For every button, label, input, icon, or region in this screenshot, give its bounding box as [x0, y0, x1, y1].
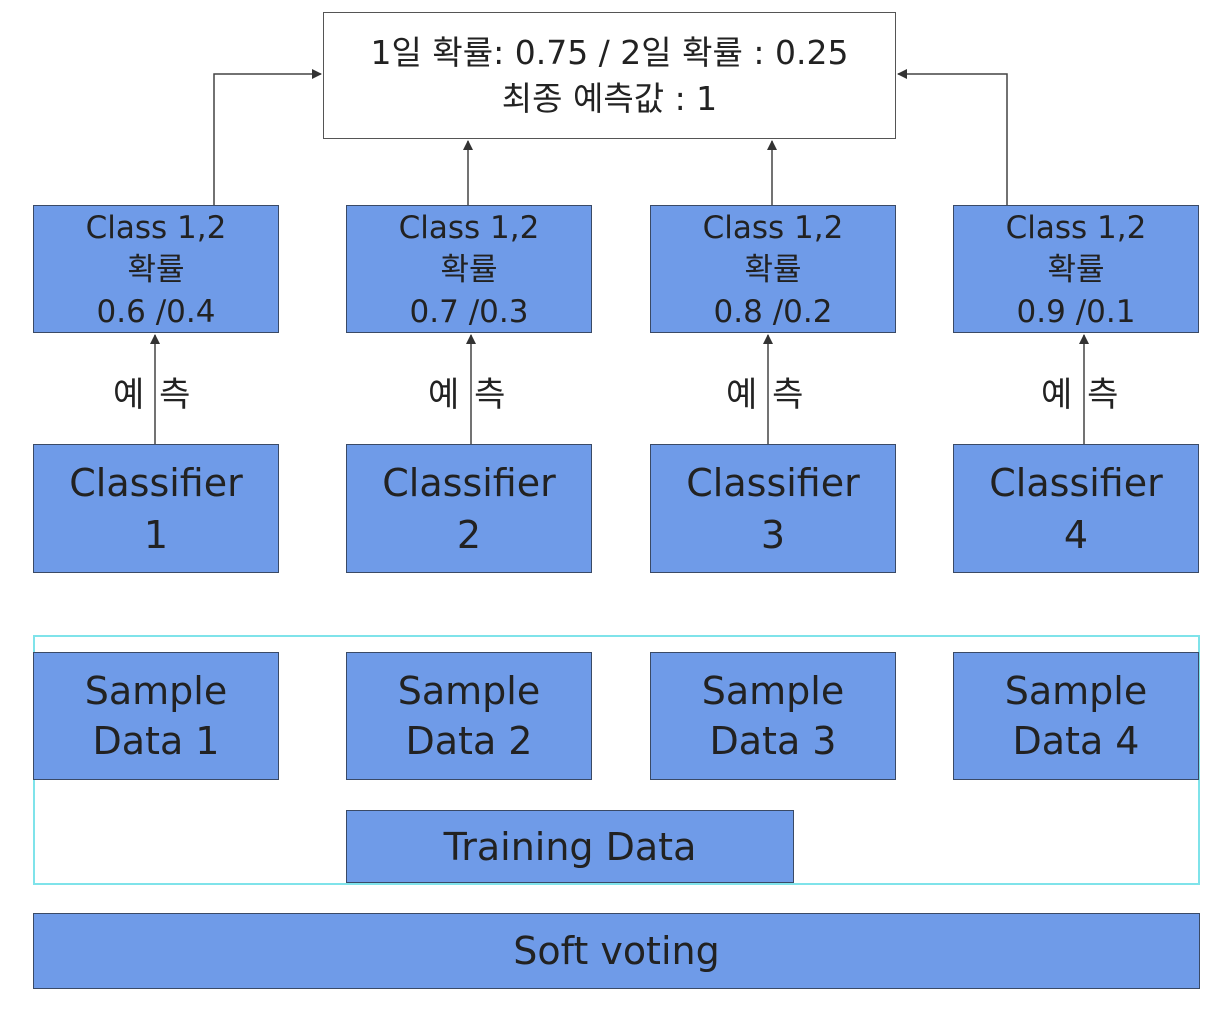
classifier-number: 3: [760, 512, 786, 557]
classifier-number: 4: [1063, 512, 1089, 557]
prob-box-4: Class 1,2 확률 0.9 /0.1: [953, 205, 1199, 333]
prob-title: Class 1,2: [398, 210, 540, 246]
classifier-box-2: Classifier 2: [346, 444, 592, 573]
classifier-box-4: Classifier 4: [953, 444, 1199, 573]
predict-label-1: 예 측: [113, 375, 193, 415]
sample-data-box-1: Sample Data 1: [33, 652, 279, 780]
prob-title: Class 1,2: [1005, 210, 1147, 246]
arrow-prob4-to-result: [897, 69, 1008, 205]
sample-line-1: Sample: [397, 669, 541, 713]
prob-title: Class 1,2: [85, 210, 227, 246]
prob-values: 0.6 /0.4: [96, 294, 216, 330]
result-final-prediction: 최종 예측값 : 1: [501, 78, 718, 118]
classifier-number: 1: [143, 512, 169, 557]
classifier-box-1: Classifier 1: [33, 444, 279, 573]
prob-label: 확률: [1047, 252, 1105, 288]
sample-line-1: Sample: [84, 669, 228, 713]
classifier-label: Classifier: [382, 460, 556, 505]
training-data-label: Training Data: [443, 824, 697, 869]
final-result-box: 1일 확률: 0.75 / 2일 확률 : 0.25 최종 예측값 : 1: [323, 12, 896, 139]
prob-box-1: Class 1,2 확률 0.6 /0.4: [33, 205, 279, 333]
soft-voting-label: Soft voting: [513, 929, 720, 973]
prob-values: 0.9 /0.1: [1016, 294, 1136, 330]
sample-line-1: Sample: [1004, 669, 1148, 713]
classifier-box-3: Classifier 3: [650, 444, 896, 573]
sample-line-1: Sample: [701, 669, 845, 713]
sample-line-2: Data 4: [1012, 719, 1140, 763]
prob-label: 확률: [744, 252, 802, 288]
training-data-box: Training Data: [346, 810, 794, 883]
soft-voting-banner: Soft voting: [33, 913, 1200, 989]
prob-label: 확률: [440, 252, 498, 288]
sample-line-2: Data 3: [709, 719, 837, 763]
predict-label-4: 예 측: [1041, 375, 1121, 415]
classifier-number: 2: [456, 512, 482, 557]
prob-values: 0.8 /0.2: [713, 294, 833, 330]
predict-label-2: 예 측: [428, 375, 508, 415]
sample-line-2: Data 2: [405, 719, 533, 763]
prob-box-2: Class 1,2 확률 0.7 /0.3: [346, 205, 592, 333]
classifier-label: Classifier: [686, 460, 860, 505]
arrow-prob1-to-result: [213, 69, 322, 205]
sample-data-box-4: Sample Data 4: [953, 652, 1199, 780]
sample-data-box-2: Sample Data 2: [346, 652, 592, 780]
sample-data-box-3: Sample Data 3: [650, 652, 896, 780]
classifier-label: Classifier: [989, 460, 1163, 505]
predict-label-3: 예 측: [726, 375, 806, 415]
result-probabilities: 1일 확률: 0.75 / 2일 확률 : 0.25: [370, 32, 849, 72]
prob-title: Class 1,2: [702, 210, 844, 246]
prob-box-3: Class 1,2 확률 0.8 /0.2: [650, 205, 896, 333]
classifier-label: Classifier: [69, 460, 243, 505]
sample-line-2: Data 1: [92, 719, 220, 763]
prob-values: 0.7 /0.3: [409, 294, 529, 330]
prob-label: 확률: [127, 252, 185, 288]
